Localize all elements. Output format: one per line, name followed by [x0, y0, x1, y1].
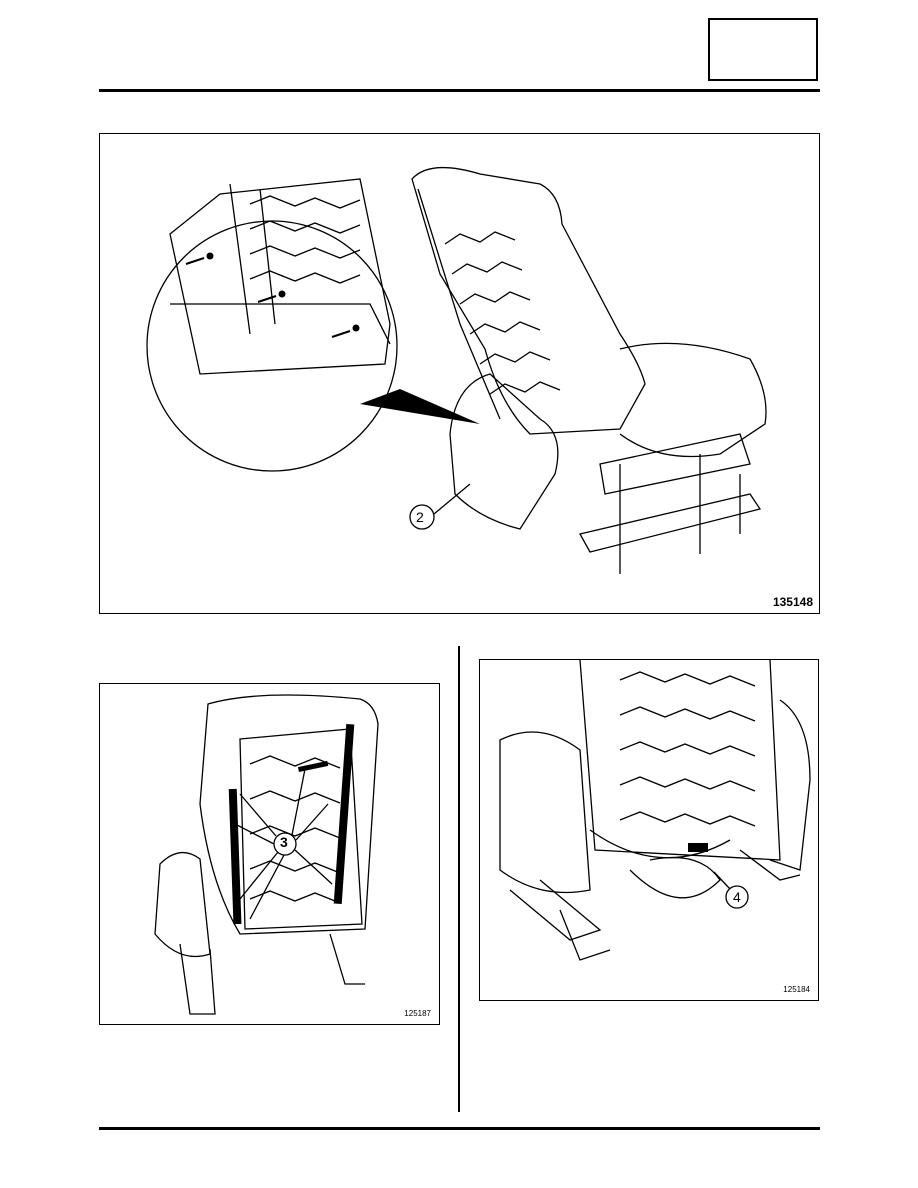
figure-ref-main: 135148	[773, 595, 813, 609]
callout-4-label: 4	[733, 889, 741, 905]
seat-back-panel-illustration	[100, 134, 820, 614]
seat-back-rear-illustration	[100, 684, 440, 1025]
callout-3-label: 3	[280, 834, 288, 850]
figure-ref-left: 125187	[404, 1009, 431, 1018]
page-number-box	[708, 18, 818, 81]
figure-ref-right: 125184	[783, 985, 810, 994]
figure-right: 4 125184	[479, 659, 819, 1001]
footer-rule	[99, 1127, 820, 1130]
figure-left: 3 125187	[99, 683, 440, 1025]
header-rule	[99, 89, 820, 92]
seat-base-connector-illustration	[480, 660, 819, 1001]
figure-main: 2 135148	[99, 133, 820, 614]
column-divider	[458, 646, 460, 1112]
callout-2-label: 2	[416, 509, 424, 525]
